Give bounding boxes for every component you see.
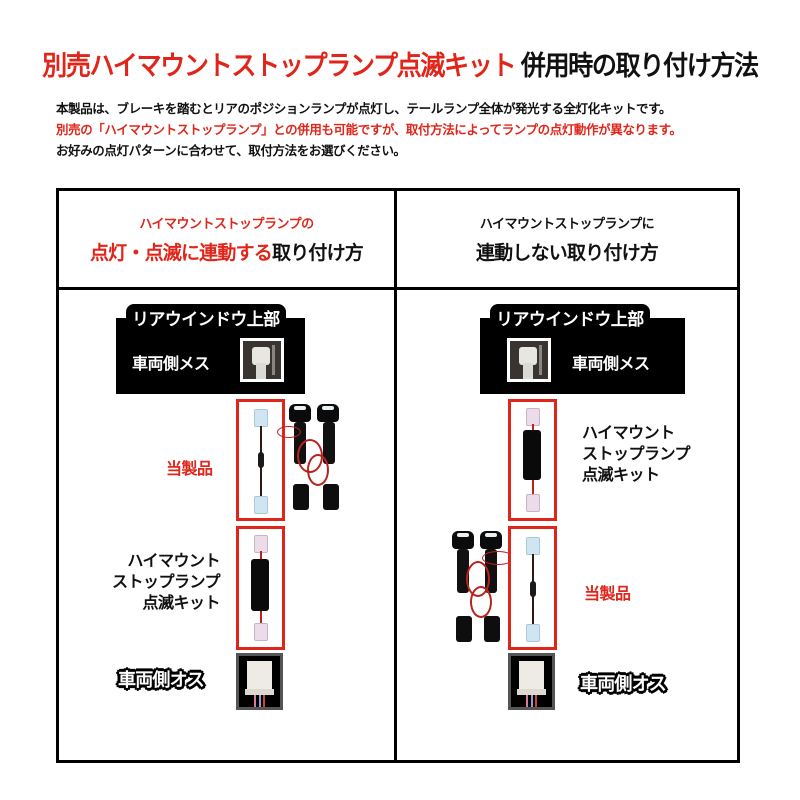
female-connector-label: 車両側メス bbox=[132, 354, 210, 373]
intro-line-1: 本製品は、ブレーキを踏むとリアのポジションランプが点灯し、テールランプ全体が発光… bbox=[56, 101, 672, 116]
female-connector-photo-icon bbox=[507, 338, 551, 382]
male-connector-label-right: 車両側オス bbox=[580, 674, 667, 695]
page-title: 別売ハイマウントストップランプ点滅キット併用時の取り付け方法 bbox=[28, 44, 772, 83]
connector-blue-icon bbox=[254, 496, 268, 514]
rear-window-box-left: リアウインドウ上部 車両側メス bbox=[116, 304, 305, 394]
column-header-unlinked-line1: ハイマウントストップランプに bbox=[479, 217, 655, 232]
male-connector-photo-icon bbox=[508, 653, 555, 710]
product-frame-right bbox=[508, 526, 557, 650]
flash-kit-label-line: ハイマウント bbox=[582, 423, 675, 442]
table-column-divider bbox=[394, 188, 397, 763]
product-frame-left bbox=[236, 399, 285, 521]
flash-kit-label-line: ストップランプ bbox=[111, 572, 221, 591]
column-header-unlinked: ハイマウントストップランプに 連動しない取り付け方 bbox=[397, 213, 737, 265]
intro-text: 本製品は、ブレーキを踏むとリアのポジションランプが点灯し、テールランプ全体が発光… bbox=[56, 98, 756, 161]
intro-line-2: 別売の「ハイマウントストップランプ」との併用も可能ですが、取付方法によってランプ… bbox=[56, 122, 682, 137]
column-header-linked-line1: ハイマウントストップランプの bbox=[139, 217, 314, 232]
male-connector-photo-icon bbox=[236, 653, 283, 710]
harness-pair-photo-icon bbox=[277, 404, 353, 514]
female-connector-photo-icon bbox=[240, 338, 284, 382]
column-header-linked: ハイマウントストップランプの 点灯・点滅に連動する取り付け方 bbox=[59, 213, 394, 265]
column-header-linked-line2-red: 点灯・点滅に連動する bbox=[89, 242, 273, 264]
male-connector-label-left: 車両側オス bbox=[118, 670, 205, 691]
harness-pair-photo-icon bbox=[452, 531, 514, 646]
connector-blue-icon bbox=[526, 537, 540, 555]
flash-kit-label-line: ストップランプ bbox=[582, 444, 691, 463]
flash-kit-frame-right bbox=[508, 399, 557, 521]
column-header-linked-line2-black: 取り付け方 bbox=[272, 242, 364, 264]
flash-kit-label-left: ハイマウント ストップランプ 点滅キット bbox=[110, 550, 221, 613]
flash-unit-icon bbox=[251, 559, 269, 611]
rear-window-box-right: リアウインドウ上部 車両側メス bbox=[480, 304, 685, 394]
flash-kit-frame-left bbox=[236, 526, 285, 650]
flash-unit-icon bbox=[523, 430, 541, 480]
rear-window-label: リアウインドウ上部 bbox=[490, 304, 650, 330]
flash-kit-label-line: 点滅キット bbox=[142, 593, 220, 612]
page-title-black: 併用時の取り付け方法 bbox=[520, 51, 760, 82]
column-header-unlinked-line2: 連動しない取り付け方 bbox=[475, 242, 659, 264]
flash-kit-label-right: ハイマウント ストップランプ 点滅キット bbox=[582, 422, 691, 485]
rear-window-label: リアウインドウ上部 bbox=[126, 304, 286, 330]
connector-blue-icon bbox=[254, 409, 268, 427]
product-label-left: 当製品 bbox=[166, 459, 213, 478]
connector-pink-icon bbox=[526, 494, 540, 512]
female-connector-label: 車両側メス bbox=[572, 354, 650, 373]
connector-pink-icon bbox=[254, 623, 268, 641]
table-header-divider bbox=[56, 287, 740, 290]
intro-line-3: お好みの点灯パターンに合わせて、取付方法をお選びください。 bbox=[56, 143, 406, 158]
flash-kit-label-line: ハイマウント bbox=[127, 551, 220, 570]
page-title-red: 別売ハイマウントストップランプ点滅キット bbox=[42, 51, 516, 82]
comparison-table bbox=[56, 188, 740, 763]
flash-kit-label-line: 点滅キット bbox=[582, 465, 660, 484]
connector-blue-icon bbox=[526, 624, 540, 642]
product-label-right: 当製品 bbox=[584, 584, 631, 603]
